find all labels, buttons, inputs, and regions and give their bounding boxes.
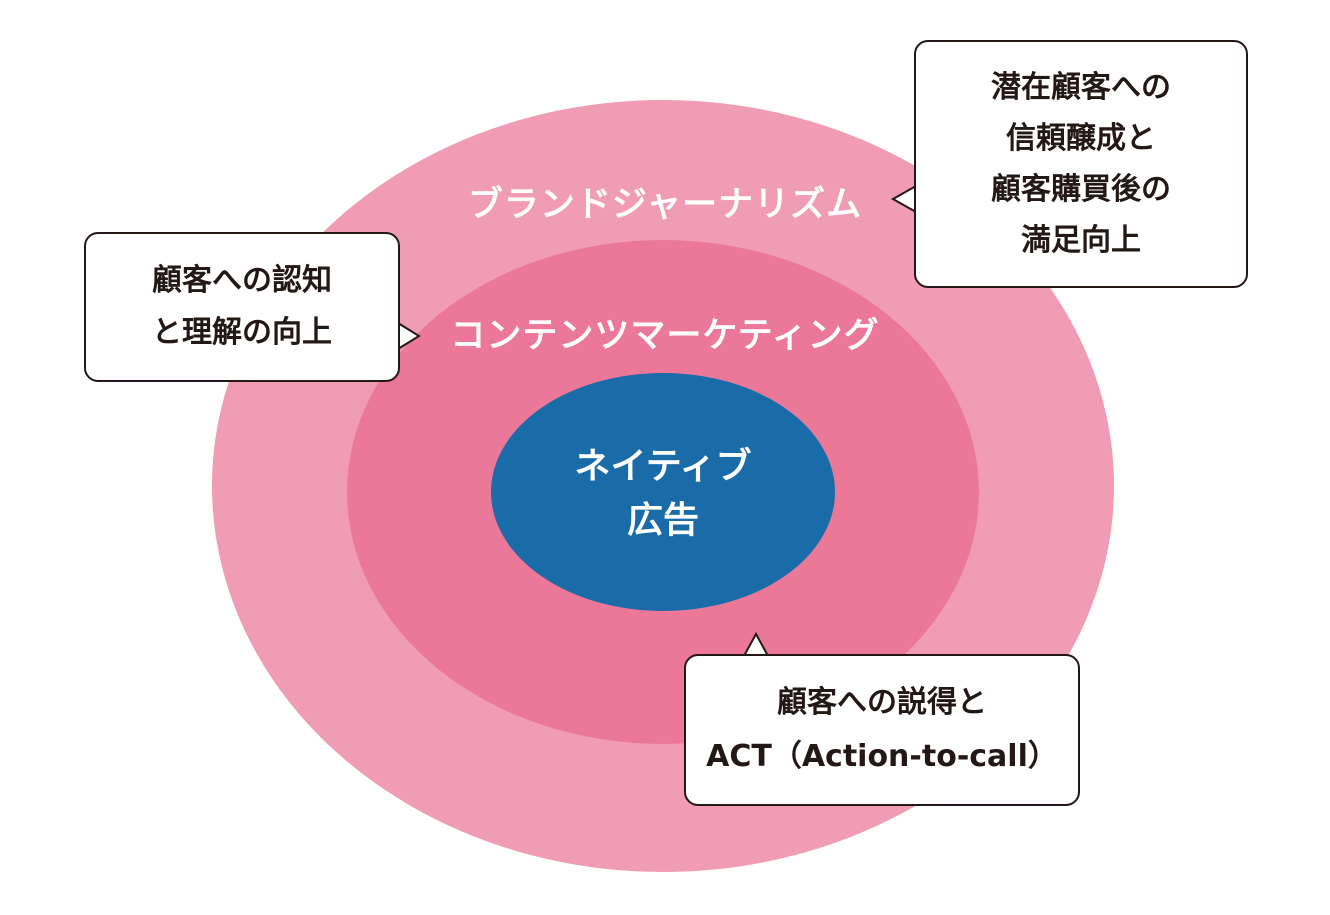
- inner-ring-label: ネイティブ 広告: [491, 440, 835, 548]
- callout-bottom-line-1: 顧客への説得と: [777, 685, 987, 720]
- callout-right-line-1: 潜在顧客への: [991, 70, 1171, 105]
- inner-ring-label-line-1: ネイティブ: [574, 446, 752, 487]
- callout-right-line-4: 満足向上: [1021, 223, 1141, 258]
- outer-ring-label: ブランドジャーナリズム: [467, 185, 863, 225]
- callout-left-line-1: 顧客への認知: [152, 263, 332, 298]
- callout-right-line-2: 信頼醸成と: [1006, 121, 1156, 156]
- middle-ring-label: コンテンツマーケティング: [450, 316, 880, 356]
- callout-left-line-2: と理解の向上: [152, 315, 332, 350]
- inner-ring-label-line-2: 広告: [626, 500, 699, 541]
- callout-bottom-line-2: ACT（Action-to-call）: [706, 739, 1058, 774]
- inner-ring-native-ad: [491, 373, 835, 611]
- callout-right: 潜在顧客への 信頼醸成と 顧客購買後の 満足向上: [914, 40, 1248, 288]
- callout-bottom: 顧客への説得と ACT（Action-to-call）: [684, 654, 1080, 806]
- callout-right-line-3: 顧客購買後の: [991, 172, 1171, 207]
- callout-left: 顧客への認知 と理解の向上: [84, 232, 400, 382]
